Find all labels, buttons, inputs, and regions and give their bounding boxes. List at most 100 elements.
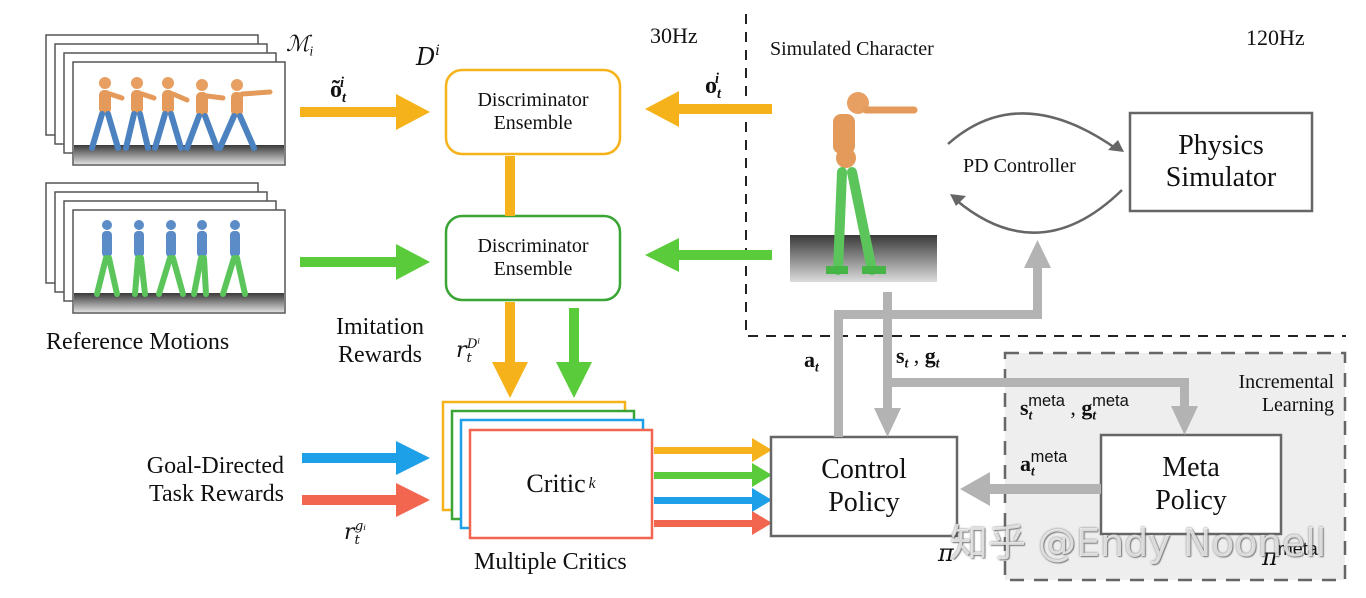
imitation-rewards-label: Imitation Rewards <box>322 310 438 374</box>
meta-line2: Policy <box>1155 484 1227 516</box>
goal-rewards-label: Goal-Directed Task Rewards <box>100 448 284 514</box>
arrow-ref-obs-to-disc-top <box>300 94 430 130</box>
disc-reward-sup: Dⁱ <box>466 337 481 352</box>
reference-motions-label: Reference Motions <box>46 329 230 355</box>
simulated-character-image <box>790 92 937 282</box>
arrow-critic-orange <box>654 438 772 462</box>
physics-simulator-box[interactable] <box>1128 111 1314 213</box>
pd-arrowhead-left <box>950 194 966 206</box>
ref-obs-sup: i <box>340 75 344 91</box>
goal-line2: Task Rewards <box>149 481 284 507</box>
control-line1: Control <box>821 454 907 486</box>
ref-obs-base: õ <box>330 77 342 104</box>
arrow-action-to-pd <box>834 240 1051 437</box>
discriminator-ensemble-top-box[interactable] <box>444 68 622 156</box>
sim-obs-base: o <box>705 73 717 100</box>
task-reward-base: r <box>344 520 355 546</box>
imitation-line1: Imitation <box>336 314 424 341</box>
meta-pi-base: π <box>1262 542 1278 571</box>
task-reward-label: rtgᵢ <box>344 519 366 548</box>
rate-120hz-label: 120Hz <box>1246 25 1305 50</box>
arrow-meta-action-to-control <box>960 472 1101 506</box>
disc-symbol-base: D <box>416 43 436 72</box>
dataset-symbol: ℳi <box>286 31 313 59</box>
disc-reward-label: rtDⁱ <box>456 337 481 366</box>
physics-line1: Physics <box>1178 129 1264 161</box>
arrow-critic-red <box>654 511 772 535</box>
meta-action-label: atmeta <box>1020 448 1067 479</box>
disc-top-line2: Ensemble <box>493 112 573 134</box>
critic-base: Critic <box>526 469 586 499</box>
discriminator-ensemble-bottom-label: Discriminator Ensemble <box>446 216 620 300</box>
meta-goal-sub: t <box>1092 407 1097 423</box>
critic-stack <box>441 400 654 540</box>
meta-goal-base: g <box>1081 395 1093 421</box>
state-sub: t <box>904 355 909 371</box>
arrow-sim-obs-to-disc-bottom <box>645 238 772 272</box>
watermark-text: 知乎 @Endy Noonell <box>950 521 1327 565</box>
pd-controller-label: PD Controller <box>963 155 1076 177</box>
disc-connector-orange <box>505 156 515 216</box>
control-policy-box[interactable] <box>769 435 959 538</box>
task-reward-sub: t <box>354 532 360 548</box>
discriminator-ensemble-top-label: Discriminator Ensemble <box>446 70 620 154</box>
arrow-disc-reward-orange <box>492 302 528 398</box>
reference-motion-stack-bottom <box>45 182 286 314</box>
action-sub: t <box>815 359 819 375</box>
action-base: a <box>804 347 815 372</box>
physics-line2: Simulator <box>1165 162 1277 193</box>
dataset-symbol-base: ℳ <box>286 31 310 56</box>
control-line2: Policy <box>828 486 900 518</box>
meta-line1: Meta <box>1162 452 1220 484</box>
action-label: at <box>804 347 819 375</box>
disc-reward-sub: t <box>466 350 472 366</box>
arrow-state-to-meta <box>883 378 1198 435</box>
motion-frame-figures-walking <box>94 220 248 297</box>
disc-bottom-line2: Ensemble <box>493 258 573 280</box>
arrow-ref-obs-to-disc-bottom <box>300 244 430 280</box>
motion-frame-figures-boxing <box>89 77 273 151</box>
meta-sep: , <box>1070 395 1076 421</box>
discriminator-ensemble-bottom-box[interactable] <box>444 214 622 302</box>
arrow-task-reward-red <box>302 483 430 517</box>
meta-goal-sup: meta <box>1092 392 1129 410</box>
task-reward-sup: gᵢ <box>354 519 366 534</box>
sim-obs-sup: i <box>715 71 719 87</box>
meta-state-sub: t <box>1028 407 1033 423</box>
critic-sub: k <box>588 475 596 493</box>
critic-k-box[interactable] <box>468 428 654 540</box>
disc-symbol-sup: i <box>435 43 440 59</box>
meta-action-sup: meta <box>1030 448 1068 466</box>
arrow-critic-blue <box>654 488 772 512</box>
sim-obs-sub: t <box>717 86 721 103</box>
control-policy-symbol: π <box>938 539 954 567</box>
state-goal-sep: , <box>913 343 920 368</box>
control-policy-label: Control Policy <box>771 437 957 536</box>
disc-top-line1: Discriminator <box>477 89 589 111</box>
simulated-character-label: Simulated Character <box>770 38 934 60</box>
incremental-line2: Learning <box>1261 394 1334 416</box>
state-goal-label: st , gt <box>896 343 940 371</box>
meta-policy-box[interactable] <box>1099 433 1283 536</box>
meta-pi-sup: meta <box>1277 539 1318 559</box>
meta-state-sup: meta <box>1028 392 1065 410</box>
goal-line1: Goal-Directed <box>146 453 284 480</box>
goal-sub: t <box>935 355 940 371</box>
arrow-state-to-control <box>874 292 901 437</box>
multiple-critics-label: Multiple Critics <box>474 549 627 575</box>
meta-state-base: s <box>1020 395 1029 421</box>
ref-obs-sub: t <box>342 90 346 107</box>
rate-30hz-label: 30Hz <box>650 23 698 48</box>
goal-base: g <box>924 343 936 368</box>
incremental-line1: Incremental <box>1238 371 1335 393</box>
pd-controller-loop <box>947 112 1123 234</box>
disc-reward-base: r <box>456 338 467 364</box>
discriminator-set-symbol: Di <box>416 43 440 72</box>
pd-arrowhead-right <box>1108 140 1124 152</box>
simulation-region-boundary <box>745 14 1346 337</box>
disc-bottom-line1: Discriminator <box>477 235 589 257</box>
arrow-critic-green <box>654 463 772 487</box>
meta-action-base: a <box>1020 451 1031 477</box>
